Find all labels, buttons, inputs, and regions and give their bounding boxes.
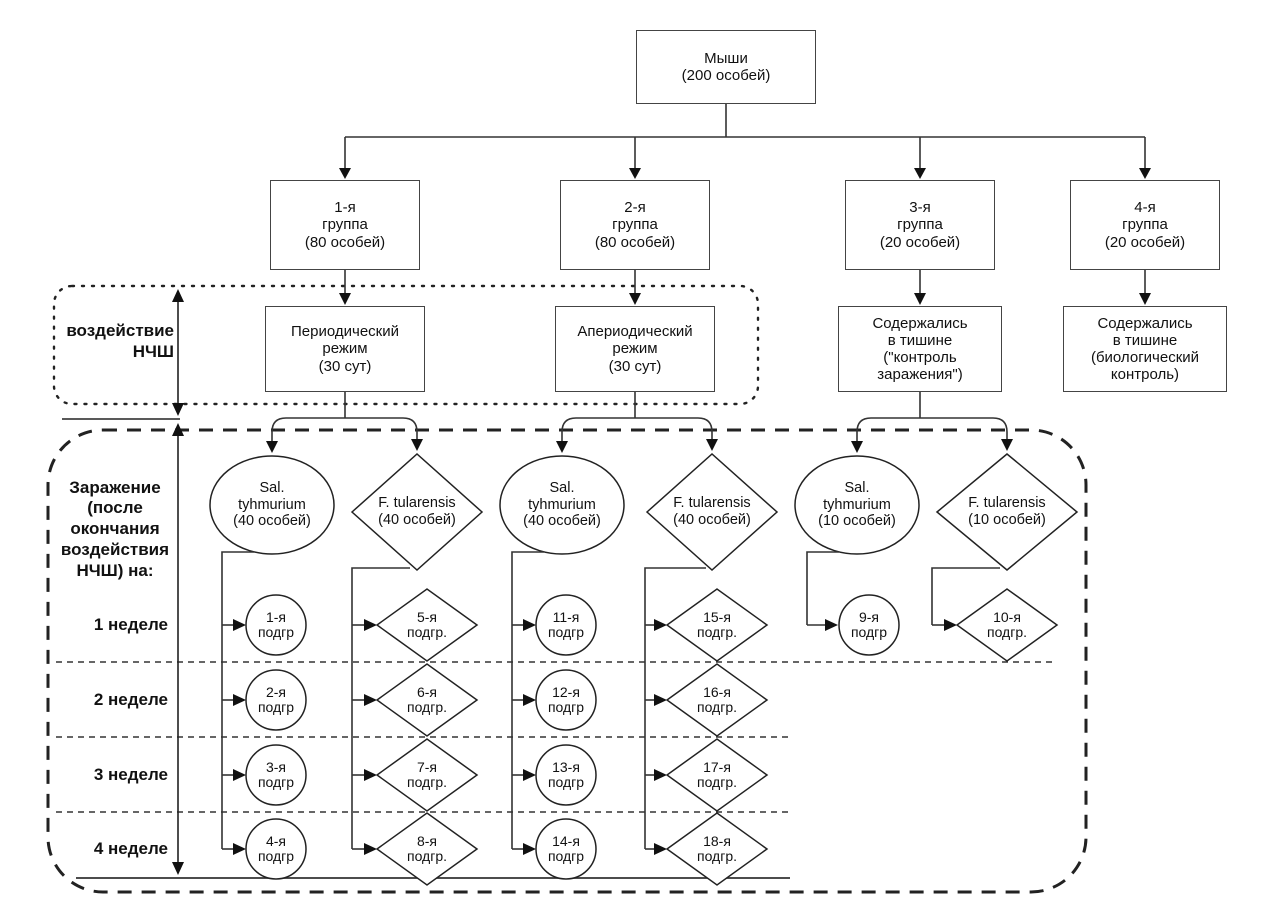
label-week-4: 4 неделе <box>93 838 168 858</box>
subgroup-14: 14-я подгр <box>547 832 585 864</box>
node-group-3: 3-я группа (20 особей) <box>845 180 995 270</box>
subgroup-16: 16-я подгр. <box>696 683 737 715</box>
agent-shape-sal-control <box>794 455 920 555</box>
agent-label-ftul-control: F. tularensis (10 особей) <box>968 495 1046 528</box>
subgroup-6: 6-я подгр. <box>406 683 447 715</box>
subgroup-10: 10-я подгр. <box>986 608 1027 640</box>
node-silence-infection-control: Содержались в тишине ("контроль заражени… <box>838 306 1002 392</box>
infection-span-arrow <box>172 423 184 875</box>
subgroup-8: 8-я подгр. <box>406 832 447 864</box>
groups-to-regimes-connectors <box>339 270 1151 305</box>
node-mice-root: Мыши (200 особей) <box>636 30 816 104</box>
node-group-4: 4-я группа (20 особей) <box>1070 180 1220 270</box>
node-group-2: 2-я группа (80 особей) <box>560 180 710 270</box>
agent-label-sal-control: Sal. tyhmurium (10 особей) <box>818 479 896 530</box>
agent-label-ftul-aperiodic: F. tularensis (40 особей) <box>673 495 751 528</box>
col5-trunk-and-arrow <box>806 551 839 631</box>
agent-shape-sal-periodic <box>209 455 335 555</box>
subgroup-9: 9-я подгр <box>850 608 888 640</box>
subgroup-17: 17-я подгр. <box>696 758 737 790</box>
exposure-section-dotted-frame <box>52 284 760 406</box>
agent-label-sal-periodic: Sal. tyhmurium (40 особей) <box>233 479 311 530</box>
node-regime-periodic: Периодический режим (30 сут) <box>265 306 425 392</box>
root-to-groups-connectors <box>339 104 1151 179</box>
col4-trunk-and-arrows <box>644 567 706 855</box>
node-group-1: 1-я группа (80 особей) <box>270 180 420 270</box>
agent-label-ftul-periodic: F. tularensis (40 особей) <box>378 495 456 528</box>
subgroup-shapes <box>245 588 1059 886</box>
subgroup-4: 4-я подгр <box>257 832 295 864</box>
regime3-split-connector <box>851 392 1013 453</box>
subgroup-11: 11-я подгр <box>547 608 585 640</box>
infection-section-dashed-frame <box>46 428 1088 894</box>
node-silence-biological-control: Содержались в тишине (биологический конт… <box>1063 306 1227 392</box>
label-week-2: 2 неделе <box>93 689 168 709</box>
agent-shape-sal-aperiodic <box>499 455 625 555</box>
col6-trunk-and-arrow <box>931 567 1000 631</box>
col3-trunk-and-arrows <box>511 551 544 855</box>
label-week-3: 3 неделе <box>93 764 168 784</box>
node-regime-aperiodic: Апериодический режим (30 сут) <box>555 306 715 392</box>
exposure-span-arrow <box>62 289 184 420</box>
regime1-split-connector <box>266 392 423 453</box>
label-week-1: 1 неделе <box>93 614 168 634</box>
col1-trunk-and-arrows <box>221 551 254 855</box>
subgroup-12: 12-я подгр <box>547 683 585 715</box>
col2-trunk-and-arrows <box>351 567 410 855</box>
label-infection-section: Заражение (после окончания воздействия Н… <box>60 477 170 580</box>
subgroup-18: 18-я подгр. <box>696 832 737 864</box>
agent-label-sal-aperiodic: Sal. tyhmurium (40 особей) <box>523 479 601 530</box>
agent-shape-ftul-aperiodic <box>645 452 779 572</box>
subgroup-7: 7-я подгр. <box>406 758 447 790</box>
subgroup-15: 15-я подгр. <box>696 608 737 640</box>
agent-shape-ftul-periodic <box>350 452 484 572</box>
label-exposure-section: воздействие НЧШ <box>66 321 174 361</box>
subgroup-5: 5-я подгр. <box>406 608 447 640</box>
subgroup-13: 13-я подгр <box>547 758 585 790</box>
agent-shape-ftul-control <box>935 453 1079 571</box>
subgroup-2: 2-я подгр <box>257 683 295 715</box>
subgroup-3: 3-я подгр <box>257 758 295 790</box>
regime2-split-connector <box>556 392 718 453</box>
subgroup-1: 1-я подгр <box>257 608 295 640</box>
